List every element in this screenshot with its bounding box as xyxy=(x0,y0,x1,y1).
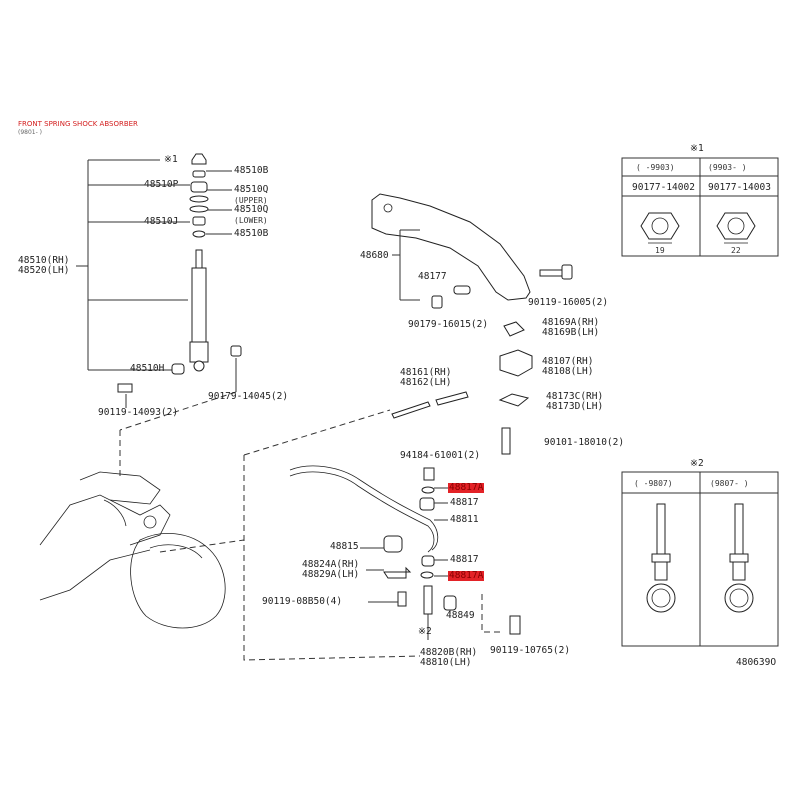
strut-rods xyxy=(391,391,469,419)
figure-code: 480639O xyxy=(736,657,777,668)
box1-range-1: ( -9903) xyxy=(636,163,675,172)
part-label[interactable]: 48108(LH) xyxy=(542,366,594,377)
wheel-hub-assembly xyxy=(39,471,226,629)
box2-mark: ※2 xyxy=(690,458,704,469)
box1-mark: ※1 xyxy=(690,143,704,154)
part-label[interactable]: 48510Q xyxy=(234,204,269,215)
part-label[interactable]: 90177-14002 xyxy=(632,182,695,193)
part-label[interactable]: 48815 xyxy=(330,541,359,552)
part-label[interactable]: 90119-14093(2) xyxy=(98,407,179,418)
upper-arm xyxy=(371,193,573,455)
dashed-outlines xyxy=(119,391,500,661)
part-label[interactable]: 94184-61001(2) xyxy=(400,450,481,461)
part-label[interactable]: 48520(LH) xyxy=(18,265,70,276)
part-label[interactable]: 90119-10765(2) xyxy=(490,645,571,656)
part-label[interactable]: 90179-16015(2) xyxy=(408,319,489,330)
box1-size-1: 19 xyxy=(655,246,665,255)
part-label[interactable]: 48510Q xyxy=(234,184,269,195)
part-label[interactable]: 48829A(LH) xyxy=(302,569,360,580)
mark-note-2: ※2 xyxy=(418,626,432,637)
part-label[interactable]: 48510H xyxy=(130,363,165,374)
box1-range-2: (9903- ) xyxy=(708,163,747,172)
left-bracket-lines xyxy=(76,159,237,408)
mark-note-1: ※1 xyxy=(164,154,178,165)
part-label[interactable]: 90119-08B50(4) xyxy=(262,596,343,607)
part-label[interactable]: 48849 xyxy=(446,610,475,621)
part-label[interactable]: 48169B(LH) xyxy=(542,327,600,338)
stabilizer-leaders xyxy=(360,487,451,640)
part-label[interactable]: 48817 xyxy=(450,554,479,565)
part-label[interactable]: 48510B xyxy=(234,228,269,239)
part-label[interactable]: 48510P xyxy=(144,179,179,190)
part-label[interactable]: 90177-14003 xyxy=(708,182,771,193)
part-label[interactable]: 48680 xyxy=(360,250,389,261)
box2-frame xyxy=(621,471,779,647)
part-label[interactable]: 48510(RH) xyxy=(18,255,70,266)
diagram-subtitle: (9801- ) xyxy=(18,129,43,136)
part-label[interactable]: 48810(LH) xyxy=(420,657,472,668)
part-label[interactable]: 48177 xyxy=(418,271,447,282)
shock-mount-parts xyxy=(189,153,209,238)
part-label[interactable]: 90179-14045(2) xyxy=(208,391,289,402)
stabilizer-bar xyxy=(289,465,521,635)
part-label[interactable]: 48510J xyxy=(144,216,179,227)
box1-frame xyxy=(621,157,779,257)
part-label[interactable]: 48817 xyxy=(450,497,479,508)
shock-absorber-body xyxy=(117,249,242,393)
part-label[interactable]: 48162(LH) xyxy=(400,377,452,388)
part-label[interactable]: 48169A(RH) xyxy=(542,317,600,328)
part-label[interactable]: 48510B xyxy=(234,165,269,176)
part-label[interactable]: 48173C(RH) xyxy=(546,391,604,402)
part-label[interactable]: 90101-18010(2) xyxy=(544,437,625,448)
part-label[interactable]: 48107(RH) xyxy=(542,356,594,367)
diagram-title: FRONT SPRING SHOCK ABSORBER xyxy=(18,120,138,128)
box2-range-2: (9807- ) xyxy=(710,479,749,488)
part-label[interactable]: 48811 xyxy=(450,514,479,525)
highlighted-part-label[interactable]: 48817A xyxy=(448,570,485,581)
highlighted-part-label[interactable]: 48817A xyxy=(448,482,485,493)
part-label[interactable]: 48824A(RH) xyxy=(302,559,360,570)
part-note: (LOWER) xyxy=(234,216,268,225)
box2-range-1: ( -9807) xyxy=(634,479,673,488)
box1-size-2: 22 xyxy=(731,246,741,255)
part-note: (UPPER) xyxy=(234,196,268,205)
part-label[interactable]: 48820B(RH) xyxy=(420,647,478,658)
part-label[interactable]: 90119-16005(2) xyxy=(528,297,609,308)
part-label[interactable]: 48173D(LH) xyxy=(546,401,604,412)
part-label[interactable]: 48161(RH) xyxy=(400,367,452,378)
